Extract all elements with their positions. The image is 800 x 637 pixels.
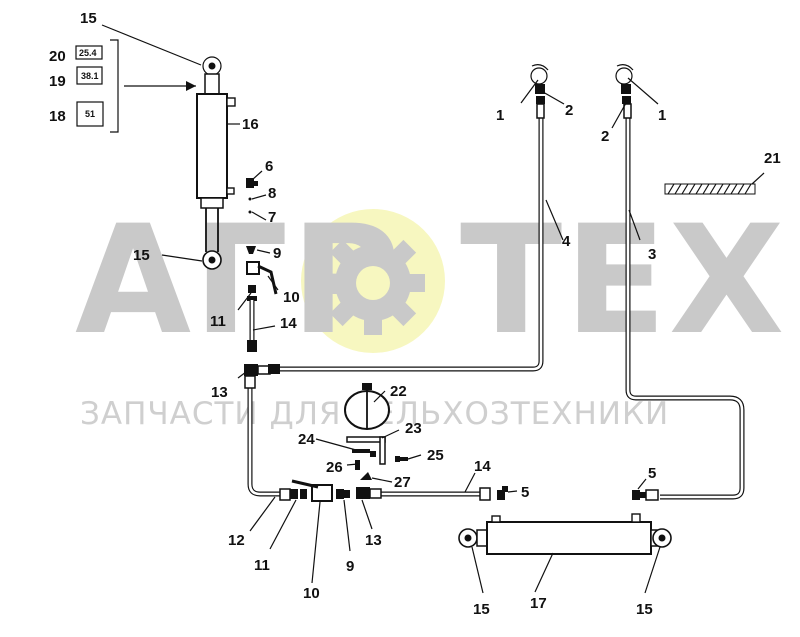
nut-26 xyxy=(355,460,360,470)
size-bracket xyxy=(110,39,119,133)
size-box-20-value: 25.4 xyxy=(79,48,97,58)
cylinder-size-options: 25.4 38.1 51 xyxy=(75,39,196,133)
label-15-top: 15 xyxy=(80,10,97,27)
label-15-bottom-left: 15 xyxy=(473,601,490,618)
label-6: 6 xyxy=(265,158,273,175)
label-11-top: 11 xyxy=(210,313,226,330)
label-17: 17 xyxy=(530,595,547,612)
fittings-stack xyxy=(246,178,278,301)
label-12: 12 xyxy=(228,532,245,549)
tee-13b xyxy=(356,487,370,499)
label-14-top: 14 xyxy=(280,315,297,332)
label-2-right: 2 xyxy=(601,128,609,145)
fitting-6 xyxy=(246,178,254,188)
size-box-19-value: 38.1 xyxy=(81,71,99,81)
label-4: 4 xyxy=(562,233,571,250)
bolt-25 xyxy=(395,456,400,462)
label-18: 18 xyxy=(49,108,66,125)
label-5-left: 5 xyxy=(521,484,529,501)
leader-lines xyxy=(101,24,765,594)
label-25: 25 xyxy=(427,447,444,464)
label-10-bottom: 10 xyxy=(303,585,320,602)
fitting-5b xyxy=(632,490,640,500)
label-23: 23 xyxy=(405,420,422,437)
label-21: 21 xyxy=(764,150,781,167)
gear-icon xyxy=(321,231,425,335)
label-27: 27 xyxy=(394,474,411,491)
valve-10 xyxy=(246,261,260,275)
dust-cap-1 xyxy=(530,67,548,85)
label-24: 24 xyxy=(298,431,315,448)
label-9-bottom: 9 xyxy=(346,558,354,575)
fitting-27 xyxy=(360,472,372,480)
label-19: 19 xyxy=(49,73,66,90)
size-box-18-value: 51 xyxy=(85,109,95,119)
label-1-left: 1 xyxy=(496,107,504,124)
dust-cap-1b xyxy=(615,67,633,85)
label-3: 3 xyxy=(648,246,656,263)
hydraulic-cylinder-17 xyxy=(458,513,672,555)
hydraulic-cylinder-16 xyxy=(196,56,236,270)
size-box-18 xyxy=(76,101,104,127)
fitting-11 xyxy=(248,285,256,293)
label-16: 16 xyxy=(242,116,259,133)
washer-8 xyxy=(248,197,252,201)
part-number-labels: 15 20 19 18 16 6 8 7 9 15 10 11 14 13 1 … xyxy=(49,10,781,618)
valve-10b xyxy=(311,484,333,502)
label-10-top: 10 xyxy=(283,289,300,306)
hose-couplings xyxy=(244,64,659,502)
label-20: 20 xyxy=(49,48,66,65)
label-5-right: 5 xyxy=(648,465,656,482)
accumulator-22 xyxy=(344,383,390,430)
size-box-19 xyxy=(76,66,103,85)
label-9-top: 9 xyxy=(273,245,281,262)
label-15-mid: 15 xyxy=(133,247,150,264)
label-22: 22 xyxy=(390,383,407,400)
size-box-20 xyxy=(75,45,103,60)
label-14-bottom: 14 xyxy=(474,458,491,475)
label-8: 8 xyxy=(268,185,276,202)
hose-lines xyxy=(247,118,745,500)
fitting-9 xyxy=(246,246,256,254)
bracket-23 xyxy=(346,436,408,480)
label-15-bottom-right: 15 xyxy=(636,601,653,618)
label-1-right: 1 xyxy=(658,107,666,124)
label-13-top: 13 xyxy=(211,384,228,401)
label-13-bottom: 13 xyxy=(365,532,382,549)
arrowhead-icon xyxy=(186,81,196,91)
decal-21 xyxy=(664,183,756,195)
label-2-left: 2 xyxy=(565,102,573,119)
bolt-24 xyxy=(352,449,370,453)
watermark-brand-right: ТЕХ xyxy=(460,194,786,368)
label-11-bottom: 11 xyxy=(254,557,270,574)
washer-7 xyxy=(248,210,252,214)
label-26: 26 xyxy=(326,459,343,476)
fitting-5a xyxy=(497,490,505,500)
label-7: 7 xyxy=(268,209,276,226)
